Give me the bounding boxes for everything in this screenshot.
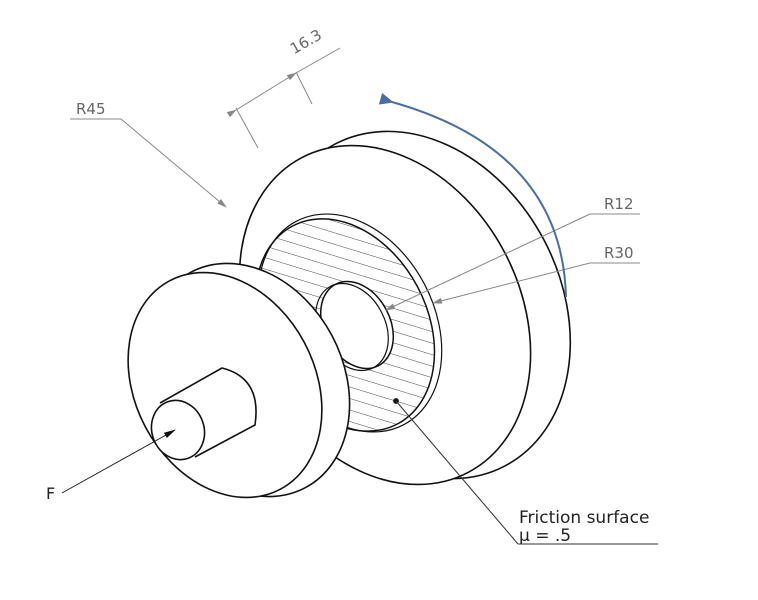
- shaft: [150, 367, 257, 461]
- friction-leader: [393, 398, 658, 545]
- force-arrow: [61, 429, 176, 494]
- r45-label: R45: [76, 100, 106, 118]
- force-label: F: [46, 484, 56, 503]
- friction-note-title: Friction surface: [519, 508, 650, 528]
- r12-leader: [385, 213, 640, 311]
- friction-coefficient: μ = .5: [519, 526, 572, 546]
- dimension-16-3: [226, 47, 341, 149]
- rotation-arrow: [378, 92, 567, 298]
- r12-label: R12: [604, 195, 634, 213]
- r30-label: R30: [604, 244, 634, 262]
- r45-leader: [70, 118, 227, 208]
